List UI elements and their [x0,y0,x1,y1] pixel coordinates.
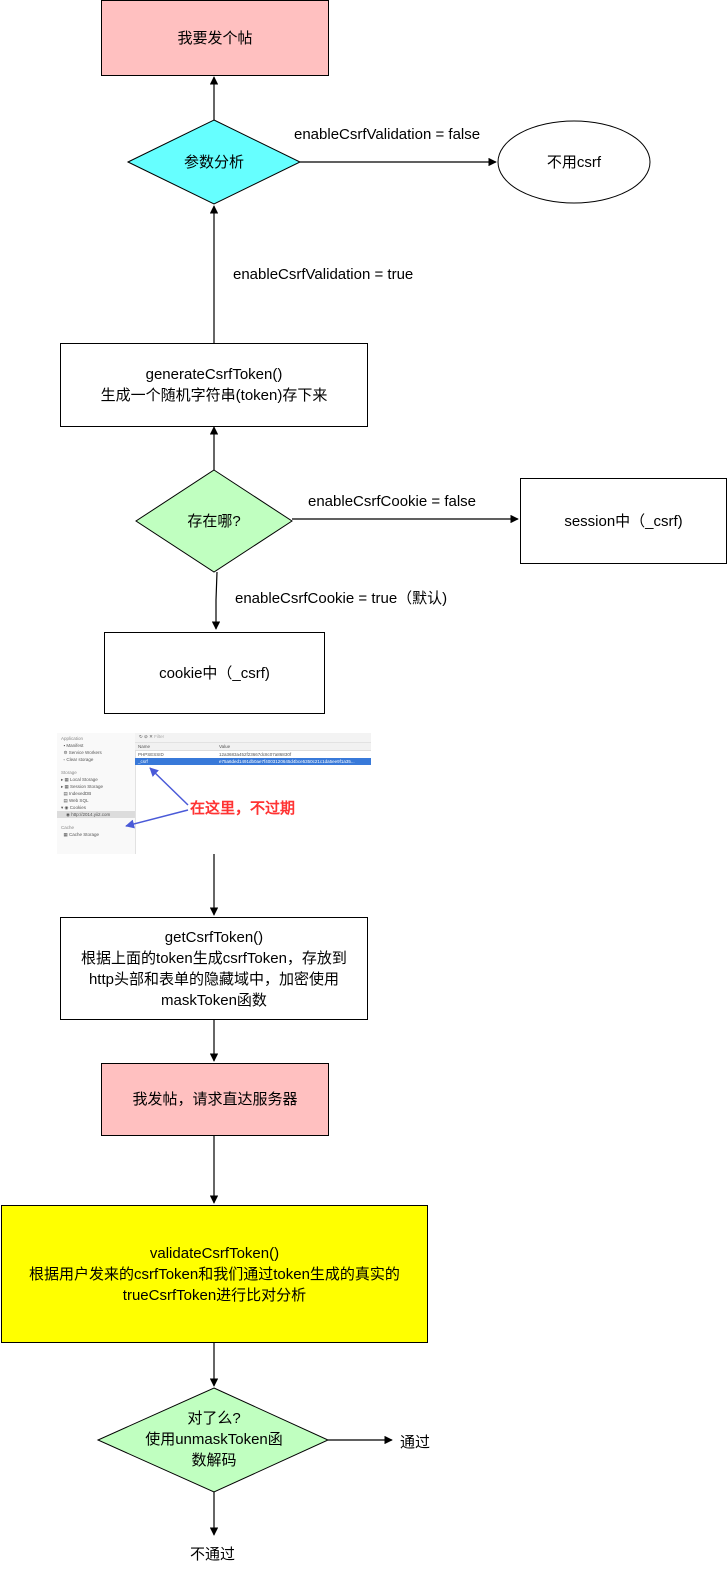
no-csrf-label: 不用csrf [546,153,602,171]
sidebar-item-cookie-host: ◉ http://2014.yii2.com [57,811,135,818]
devtools-main: ↻ ⊘ ✕ Filter Name Value PHPSESSID 12a368… [135,733,371,854]
store-label-box: 存在哪? [160,509,268,533]
check-line2: 使用unmaskToken函 [145,1430,283,1448]
edge-label-validation-true: enableCsrfValidation = true [233,266,414,283]
validate-node: validateCsrfToken() 根据用户发来的csrfToken和我们通… [1,1205,428,1343]
post-node: 我发帖，请求直达服务器 [101,1063,329,1136]
check-line3: 数解码 [191,1451,237,1469]
filter-input: Filter [154,734,165,739]
session-node: session中（_csrf) [520,478,727,564]
check-line1: 对了么? [187,1409,241,1427]
sidebar-item-cache-storage: ▦ Cache Storage [61,832,100,837]
cookie-name: PHPSESSID [138,752,164,757]
get-line2: 根据上面的token生成csrfToken，存放到 [81,949,347,967]
sidebar-header-application: Application [61,736,84,741]
sidebar-item-web-sql: ▤ Web SQL [61,798,89,803]
sidebar-item-clear-storage: ▫ Clear storage [61,757,94,762]
no-csrf-label-box: 不用csrf [500,150,648,174]
pass-label: 通过 [400,1434,431,1451]
sidebar-item-session-storage: ▸ ▦ Session Storage [61,784,104,789]
no-csrf-ellipse [497,120,651,204]
get-node: getCsrfToken() 根据上面的token生成csrfToken，存放到… [60,917,368,1020]
validate-line1: validateCsrfToken() [149,1244,280,1262]
devtools-screenshot: Application ▪ Manifest ⚙ Service Workers… [57,733,371,854]
sidebar-item-local-storage: ▸ ▦ Local Storage [61,777,98,782]
generate-line2: 生成一个随机字符串(token)存下来 [100,387,328,404]
cookie-row-csrf: _csrf e75a6ded1491db0ae7f4003120645d4bce… [135,758,371,765]
get-line1: getCsrfToken() [164,928,264,946]
col-value-header: Value [219,744,231,749]
devtools-sidebar: Application ▪ Manifest ⚙ Service Workers… [57,733,136,854]
sidebar-header-cache: Cache [61,825,75,830]
edge-label-validation-false: enableCsrfValidation = false [294,126,481,143]
store-label: 存在哪? [187,512,241,530]
check-label-box: 对了么? 使用unmaskToken函 数解码 [128,1406,300,1472]
sidebar-item-indexeddb: ▤ IndexedDB [61,791,92,796]
cookie-value: e75a6ded1491db0ae7f4003120645d4bce5350c2… [219,759,355,764]
devtools-toolbar: ↻ ⊘ ✕ Filter [135,733,371,743]
generate-node: generateCsrfToken() 生成一个随机字符串(token)存下来 [60,343,368,427]
cookie-name: _csrf [138,759,148,764]
fail-label: 不通过 [190,1546,236,1563]
clear-icon: ✕ [149,734,153,739]
cookie-value: 12a3683a452f23667dc8c07a86830f [219,752,292,757]
cookie-row-phpsessid: PHPSESSID 12a3683a452f23667dc8c07a86830f [135,751,371,758]
get-line3: http头部和表单的隐藏域中，加密使用 [88,970,339,988]
sidebar-item-service-workers: ⚙ Service Workers [61,750,102,755]
sidebar-header-storage: Storage [61,770,77,775]
get-line4: maskToken函数 [161,991,267,1009]
param-label-box: 参数分析 [150,150,278,174]
cookie-label: cookie中（_csrf) [159,664,270,682]
validate-line2: 根据用户发来的csrfToken和我们通过token生成的真实的 [29,1265,400,1283]
validate-line3: trueCsrfToken进行比对分析 [122,1286,307,1304]
edge-label-cookie-false: enableCsrfCookie = false [308,493,477,510]
refresh-icon: ↻ [139,734,143,739]
generate-line1: generateCsrfToken() [145,366,283,383]
session-label: session中（_csrf) [564,512,683,530]
col-name-header: Name [138,744,151,749]
block-icon: ⊘ [144,734,148,739]
sidebar-item-manifest: ▪ Manifest [61,743,84,748]
edge-label-cookie-true: enableCsrfCookie = true（默认) [235,590,448,607]
cookie-table-header: Name Value [135,743,371,751]
arrow-store-to-cookie [211,571,221,630]
sidebar-item-cookies: ▾ ◉ Cookies [61,805,86,810]
param-label: 参数分析 [183,153,244,171]
callout-label: 在这里，不过期 [190,800,296,817]
start-label: 我要发个帖 [177,29,253,47]
cookie-node: cookie中（_csrf) [104,632,325,714]
start-node: 我要发个帖 [101,0,329,76]
post-label: 我发帖，请求直达服务器 [132,1091,298,1108]
store-diamond [135,469,293,573]
param-diamond [126,119,302,205]
